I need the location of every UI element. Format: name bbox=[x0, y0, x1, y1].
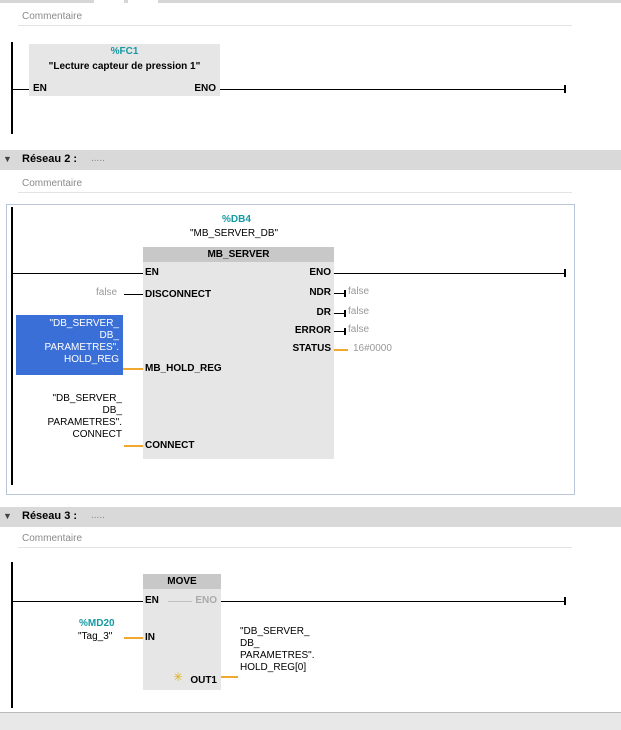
connect-operand[interactable]: "DB_SERVER_ DB_ PARAMETRES". CONNECT bbox=[30, 393, 123, 441]
mb-server-block[interactable]: MB_SERVER EN ENO DISCONNECT NDR DR ERROR… bbox=[143, 247, 334, 459]
hold-reg-operand-line: "DB_SERVER_ bbox=[49, 318, 119, 329]
network3-wire-eno bbox=[221, 601, 565, 602]
collapse-arrow-icon[interactable]: ▼ bbox=[3, 154, 12, 164]
out1-operand-line: DB_ bbox=[240, 638, 260, 649]
collapse-arrow-icon[interactable]: ▼ bbox=[3, 511, 12, 521]
hold-reg-operand-line: PARAMETRES". bbox=[44, 342, 120, 353]
ndr-wire-end bbox=[344, 290, 346, 297]
toolbar-tab[interactable] bbox=[128, 0, 158, 3]
tag3-name[interactable]: "Tag_3" bbox=[78, 631, 113, 642]
move-internal-wire bbox=[168, 601, 192, 602]
fc1-address: %FC1 bbox=[110, 46, 139, 57]
hold-reg-operand-selected[interactable]: "DB_SERVER_ DB_ PARAMETRES". HOLD_REG bbox=[16, 315, 123, 375]
network1-wire-eno bbox=[220, 89, 565, 90]
out1-operand-line: "DB_SERVER_ bbox=[240, 626, 310, 637]
error-wire bbox=[334, 331, 345, 332]
mb-server-pin-disconnect[interactable]: DISCONNECT bbox=[145, 289, 212, 300]
network3-wire-en bbox=[13, 601, 143, 602]
toolbar-tab[interactable] bbox=[94, 0, 124, 3]
ndr-wire bbox=[334, 293, 345, 294]
move-pin-eno[interactable]: ENO bbox=[195, 595, 217, 606]
move-pin-en[interactable]: EN bbox=[145, 595, 159, 606]
network3-title-placeholder[interactable]: ..... bbox=[91, 510, 105, 521]
fc1-name: "Lecture capteur de pression 1" bbox=[48, 61, 201, 72]
network2-wire-en bbox=[13, 273, 143, 274]
connect-operand-line: "DB_SERVER_ bbox=[52, 393, 122, 404]
connect-wire bbox=[124, 445, 143, 447]
hold-reg-wire bbox=[123, 368, 143, 370]
in-wire bbox=[124, 637, 143, 639]
mb-server-pin-connect[interactable]: CONNECT bbox=[145, 440, 195, 451]
error-value[interactable]: false bbox=[348, 324, 370, 335]
hold-reg-operand-line: HOLD_REG bbox=[63, 354, 119, 365]
move-type: MOVE bbox=[143, 574, 221, 589]
status-wire bbox=[334, 349, 348, 351]
network3-comment[interactable]: Commentaire bbox=[18, 530, 572, 548]
network2-wire-eno bbox=[334, 273, 565, 274]
out1-operand-line: HOLD_REG[0] bbox=[240, 662, 307, 673]
mb-server-pin-status[interactable]: STATUS bbox=[292, 343, 331, 354]
connect-operand-line: CONNECT bbox=[72, 429, 122, 440]
network2-title-placeholder[interactable]: ..... bbox=[91, 153, 105, 164]
mb-server-type: MB_SERVER bbox=[143, 247, 334, 262]
db4-address: %DB4 bbox=[222, 214, 251, 225]
network3-title: Réseau 3 : bbox=[22, 510, 78, 522]
move-pin-in[interactable]: IN bbox=[145, 632, 155, 643]
network1-comment[interactable]: Commentaire bbox=[18, 8, 572, 26]
mb-server-pin-en[interactable]: EN bbox=[145, 267, 159, 278]
network1-power-rail bbox=[11, 42, 13, 134]
bottom-strip bbox=[0, 712, 621, 730]
connect-operand-line: DB_ bbox=[102, 405, 122, 416]
network2-power-rail bbox=[11, 207, 13, 485]
fc1-pin-eno[interactable]: ENO bbox=[194, 83, 216, 94]
network2-wire-end bbox=[564, 269, 566, 277]
network2-title: Réseau 2 : bbox=[22, 153, 78, 165]
mb-server-pin-ndr[interactable]: NDR bbox=[309, 287, 331, 298]
network1-wire-en bbox=[13, 89, 29, 90]
network1-wire-end bbox=[564, 85, 566, 93]
hold-reg-operand-line: DB_ bbox=[99, 330, 119, 341]
network3-power-rail bbox=[11, 562, 13, 708]
top-toolbar-strip bbox=[0, 0, 621, 3]
move-block[interactable]: MOVE EN ENO IN OUT1 ✳ bbox=[143, 574, 221, 690]
fc1-block[interactable]: %FC1 "Lecture capteur de pression 1" EN … bbox=[29, 44, 220, 96]
disconnect-value[interactable]: false bbox=[96, 287, 118, 298]
dr-wire-end bbox=[344, 310, 346, 317]
mb-server-pin-error[interactable]: ERROR bbox=[294, 325, 331, 336]
network3-wire-end bbox=[564, 597, 566, 605]
ndr-value[interactable]: false bbox=[348, 286, 370, 297]
dr-wire bbox=[334, 313, 345, 314]
connect-operand-line: PARAMETRES". bbox=[47, 417, 123, 428]
add-output-star-icon[interactable]: ✳ bbox=[173, 670, 184, 684]
dr-value[interactable]: false bbox=[348, 306, 370, 317]
mb-server-pin-mb-hold-reg[interactable]: MB_HOLD_REG bbox=[145, 363, 222, 374]
move-pin-out1[interactable]: OUT1 bbox=[190, 675, 217, 686]
network3-header[interactable]: ▼ Réseau 3 : ..... bbox=[0, 507, 621, 527]
mb-server-pin-eno[interactable]: ENO bbox=[309, 267, 331, 278]
md20-address[interactable]: %MD20 bbox=[79, 618, 115, 629]
out1-operand-line: PARAMETRES". bbox=[240, 650, 315, 661]
disconnect-wire bbox=[124, 294, 143, 295]
network2-header[interactable]: ▼ Réseau 2 : ..... bbox=[0, 150, 621, 170]
error-wire-end bbox=[344, 328, 346, 335]
network2-frame bbox=[6, 204, 575, 495]
mb-server-pin-dr[interactable]: DR bbox=[316, 307, 331, 318]
fc1-pin-en[interactable]: EN bbox=[33, 83, 47, 94]
network2-comment[interactable]: Commentaire bbox=[18, 175, 572, 193]
status-value[interactable]: 16#0000 bbox=[353, 343, 392, 354]
out1-operand[interactable]: "DB_SERVER_ DB_ PARAMETRES". HOLD_REG[0] bbox=[240, 626, 315, 674]
db4-instance-name: "MB_SERVER_DB" bbox=[190, 228, 279, 239]
out1-wire bbox=[221, 676, 238, 678]
